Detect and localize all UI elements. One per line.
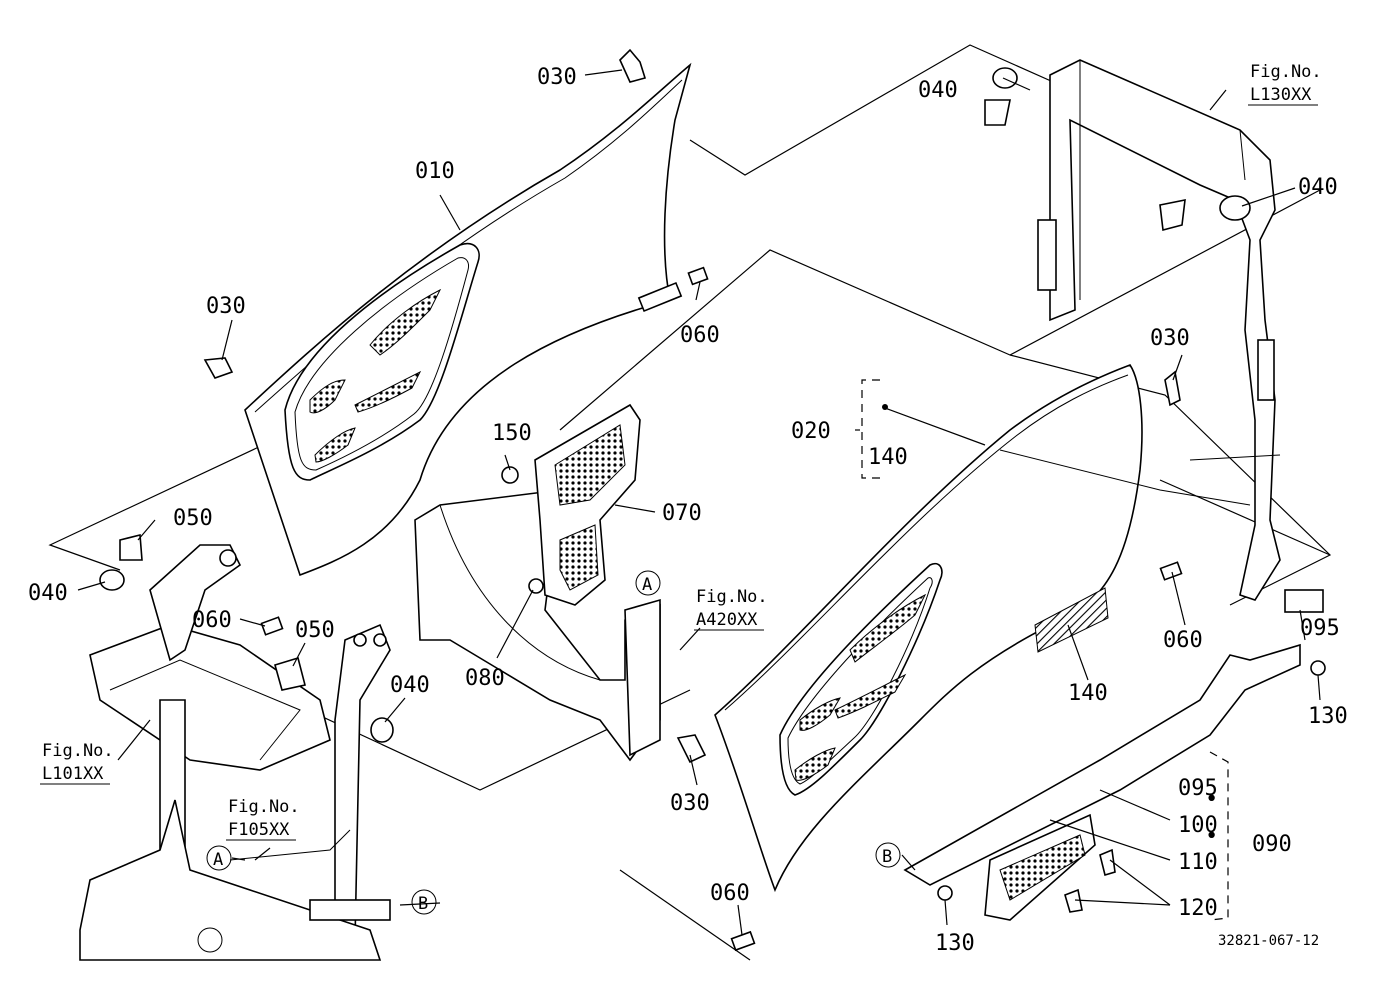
callout-050-left: 050	[173, 506, 213, 531]
callout-060-left: 060	[192, 608, 232, 633]
callout-150: 150	[492, 421, 532, 446]
svg-text:A420XX: A420XX	[696, 610, 758, 630]
callout-100: 100	[1178, 813, 1218, 838]
callout-140-decal: 140	[1068, 681, 1108, 706]
callout-040-center: 040	[390, 673, 430, 698]
callout-070: 070	[662, 501, 702, 526]
callout-095-group: 095	[1178, 776, 1218, 801]
svg-text:Fig.No.: Fig.No.	[1250, 62, 1322, 82]
callout-120: 120	[1178, 896, 1218, 921]
svg-text:Fig.No.: Fig.No.	[228, 797, 300, 817]
callout-labels: 010 020 030 030 030 030 040 040 040 040 …	[28, 65, 1348, 956]
bracket-090	[903, 589, 1324, 921]
svg-text:B: B	[882, 847, 892, 867]
bracket-090-group	[1209, 751, 1229, 921]
callout-130-right: 130	[1308, 704, 1348, 729]
leader-lines	[77, 69, 1321, 936]
svg-text:A: A	[213, 850, 223, 870]
svg-text:A: A	[642, 575, 652, 595]
callout-030-right: 030	[1150, 326, 1190, 351]
frame-right	[999, 59, 1281, 601]
drawing-number: 32821-067-12	[1218, 933, 1319, 949]
figref-f105xx: Fig.No. F105XX	[226, 797, 300, 841]
fasteners	[99, 48, 1326, 952]
side-panel-right	[714, 364, 1143, 893]
callout-010: 010	[415, 159, 455, 184]
bullet-2: •	[1205, 824, 1218, 849]
plate-070	[534, 403, 641, 606]
callout-060-top: 060	[680, 323, 720, 348]
callout-060-right: 060	[1163, 628, 1203, 653]
callout-130-bottom: 130	[935, 931, 975, 956]
callout-040-top: 040	[918, 78, 958, 103]
svg-text:L130XX: L130XX	[1250, 85, 1312, 105]
svg-text:F105XX: F105XX	[228, 820, 290, 840]
figref-a420xx: Fig.No. A420XX	[694, 587, 768, 631]
frame-left	[79, 544, 391, 961]
marker-b2: B	[875, 842, 901, 868]
bullet-1: •	[1205, 787, 1218, 812]
callout-110: 110	[1178, 850, 1218, 875]
callout-040-left: 040	[28, 581, 68, 606]
callout-030-bottom: 030	[670, 791, 710, 816]
marker-b1: B	[411, 889, 437, 915]
callout-060-bottom: 060	[710, 881, 750, 906]
callout-095-right: 095	[1300, 616, 1340, 641]
svg-text:L101XX: L101XX	[42, 764, 104, 784]
callout-030-left: 030	[206, 294, 246, 319]
marker-a2: A	[206, 845, 232, 871]
callout-020: 020	[791, 419, 831, 444]
figref-l101xx: Fig.No. L101XX	[40, 741, 114, 785]
callout-140-bracket: 140	[868, 445, 908, 470]
svg-text:Fig.No.: Fig.No.	[696, 587, 768, 607]
marker-a1: A	[635, 570, 661, 596]
side-panel-left	[244, 62, 692, 577]
figref-l130xx: Fig.No. L130XX	[1248, 62, 1322, 106]
callout-030-top: 030	[537, 65, 577, 90]
svg-text:Fig.No.: Fig.No.	[42, 741, 114, 761]
callout-090: 090	[1252, 832, 1292, 857]
callout-050-center: 050	[295, 618, 335, 643]
svg-text:B: B	[418, 894, 428, 914]
callout-040-right: 040	[1298, 175, 1338, 200]
dot-marker	[882, 404, 888, 410]
shroud-center	[414, 489, 661, 762]
callout-080: 080	[465, 666, 505, 691]
